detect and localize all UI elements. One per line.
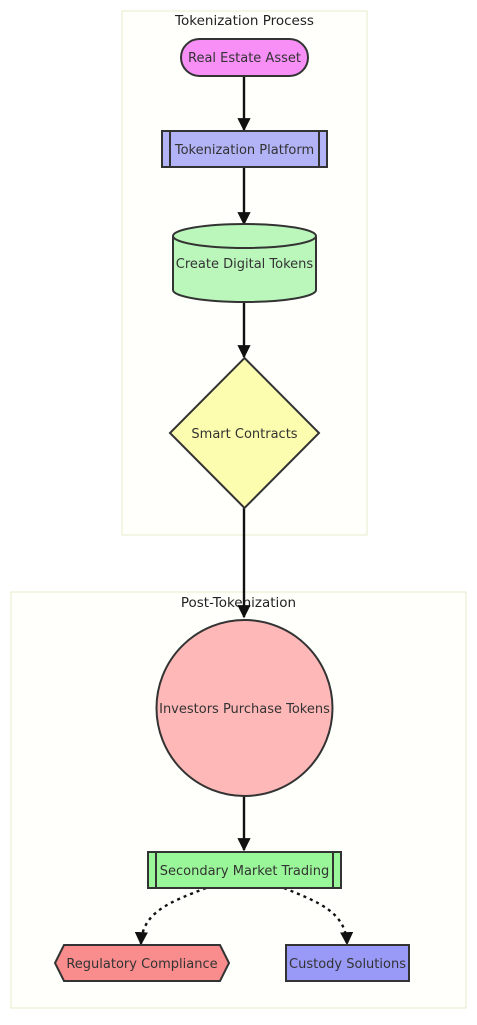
node-custody-solutions[interactable]: Custody Solutions — [285, 944, 410, 982]
cluster-title-post-tokenization: Post-Tokenization — [181, 595, 296, 611]
node-label: Secondary Market Trading — [160, 864, 330, 879]
node-investors-purchase-tokens[interactable]: Investors Purchase Tokens — [155, 619, 334, 797]
diamond-shape — [168, 356, 321, 510]
node-label: Tokenization Platform — [174, 143, 314, 158]
node-label: Smart Contracts — [191, 427, 297, 442]
node-smart-contracts[interactable]: Smart Contracts — [168, 356, 321, 510]
node-label: Regulatory Compliance — [66, 957, 217, 972]
node-tokenization-platform[interactable]: Tokenization Platform — [161, 130, 328, 168]
node-label: Custody Solutions — [289, 957, 406, 972]
node-secondary-market-trading[interactable]: Secondary Market Trading — [147, 851, 342, 889]
node-label: Real Estate Asset — [188, 51, 301, 66]
node-real-estate-asset[interactable]: Real Estate Asset — [180, 38, 309, 77]
node-label: Create Digital Tokens — [176, 257, 314, 272]
node-regulatory-compliance[interactable]: Regulatory Compliance — [53, 944, 231, 982]
edge-trading-to-compliance — [134, 886, 207, 946]
hexagon-shape — [53, 944, 231, 982]
subroutine-shape — [161, 130, 328, 168]
node-create-digital-tokens[interactable]: Create Digital Tokens — [172, 223, 317, 303]
circle-shape — [155, 619, 334, 797]
rectangle-shape — [285, 944, 410, 982]
cluster-title-tokenization-process: Tokenization Process — [174, 13, 314, 29]
node-label: Investors Purchase Tokens — [159, 702, 330, 717]
cylinder-body — [172, 236, 317, 303]
cylinder-top — [172, 223, 317, 249]
stadium-shape — [180, 38, 309, 77]
subroutine-shape — [147, 851, 342, 889]
